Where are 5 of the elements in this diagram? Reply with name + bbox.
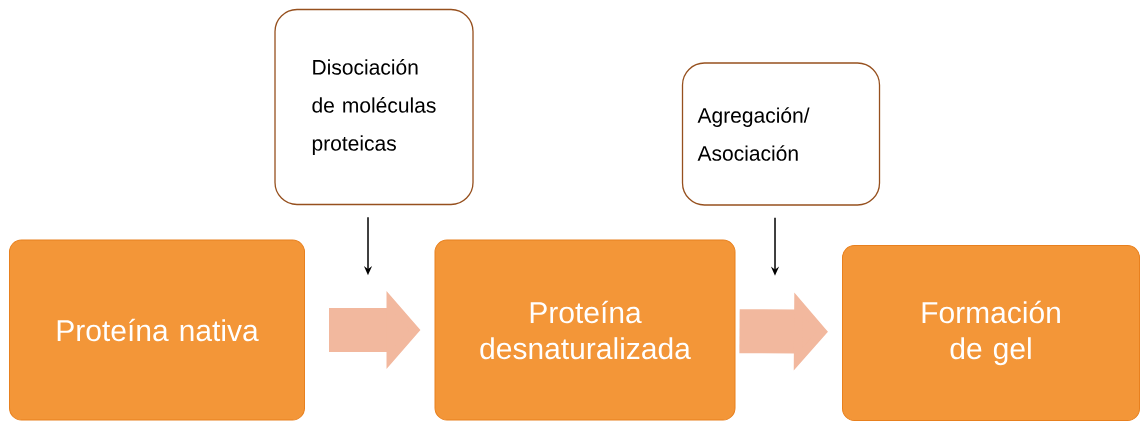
process-box: Formación de gel (842, 245, 1140, 421)
callout-box: Disociación de moléculas proteicas (274, 8, 474, 206)
callout-box: Agregación/ Asociación (681, 62, 881, 206)
process-box: Proteína desnaturalizada (434, 239, 736, 421)
process-box: Proteína nativa (9, 239, 305, 421)
